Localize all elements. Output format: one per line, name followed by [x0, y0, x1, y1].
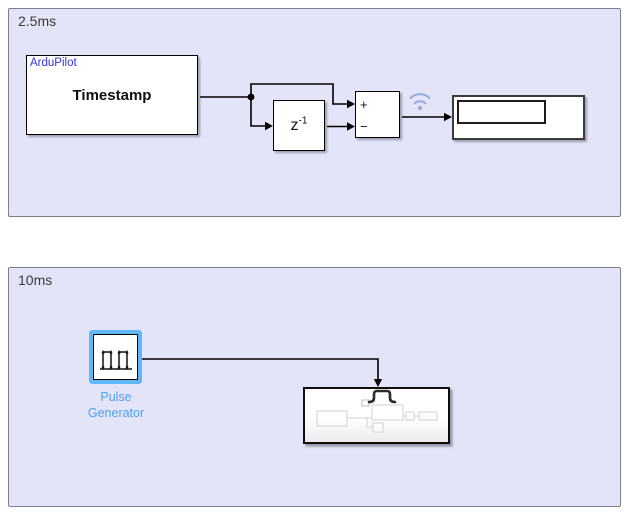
display-block[interactable]	[452, 95, 585, 140]
sum-minus-sign: −	[360, 119, 368, 134]
timestamp-block-title: Timestamp	[72, 86, 152, 104]
arrowhead	[373, 379, 383, 387]
ardupilot-mask-label: ArduPilot	[30, 57, 77, 69]
triggered-subsystem-block[interactable]	[303, 387, 450, 444]
arrowhead	[444, 112, 452, 122]
wire-pulse-to-subsystem[interactable]	[140, 359, 378, 379]
sum-block[interactable]: + −	[355, 91, 400, 138]
wireless-icon[interactable]	[411, 94, 430, 111]
pulse-wave-icon	[99, 349, 132, 371]
unit-delay-symbol: z-1	[290, 115, 308, 134]
subsystem-preview	[316, 389, 438, 433]
area-10ms[interactable]: 10ms	[8, 267, 621, 507]
arrowhead	[347, 99, 355, 109]
area-2-5ms-label: 2.5ms	[18, 13, 57, 29]
timestamp-block[interactable]: ArduPilot Timestamp	[26, 55, 198, 135]
display-value-field	[457, 100, 546, 124]
sum-plus-sign: +	[360, 97, 368, 112]
pulse-generator-label: Pulse Generator	[87, 390, 145, 420]
pulse-generator-block[interactable]	[93, 334, 138, 380]
trigger-port-box	[361, 399, 370, 407]
area-10ms-label: 10ms	[18, 272, 53, 288]
wire-branch-bottom[interactable]	[251, 97, 265, 126]
arrowhead	[347, 122, 355, 131]
wire-branch-top[interactable]	[251, 84, 347, 104]
unit-delay-block[interactable]: z-1	[273, 100, 325, 151]
arrowhead	[265, 121, 273, 131]
trigger-pulse-icon	[367, 389, 397, 404]
wire-junction-dot[interactable]	[247, 93, 255, 101]
